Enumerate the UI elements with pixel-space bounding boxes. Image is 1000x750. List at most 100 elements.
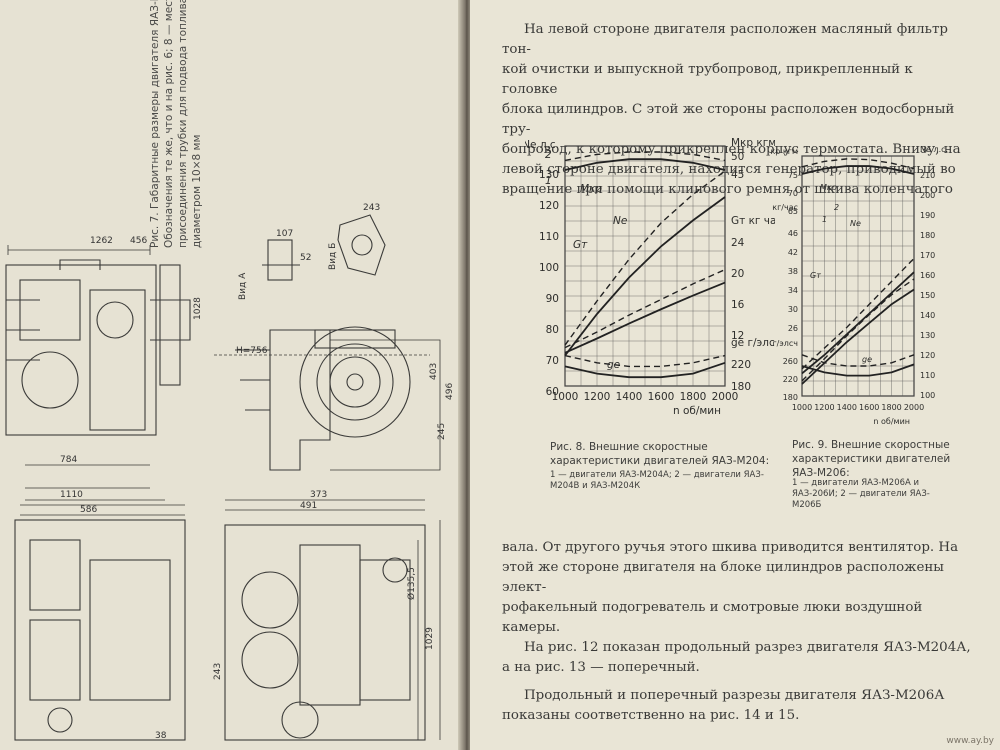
curve-label: gе: [607, 359, 620, 371]
axis-label: Мкр кгм: [770, 147, 798, 156]
dim-label: 586: [80, 505, 97, 515]
text-line: кой очистки и выпускной трубопровод, при…: [502, 62, 913, 97]
figure7-caption: Рис. 7. Габаритные размеры двигателя ЯАЗ…: [149, 0, 203, 248]
axis-tick-label: 45: [731, 169, 744, 181]
axis-tick-label: 20: [731, 268, 744, 280]
axis-tick-label: 180: [731, 381, 751, 393]
series-line: [564, 281, 726, 354]
dim-label: 243: [213, 663, 223, 680]
axis-tick-label: 90: [546, 293, 559, 305]
dim-label: H=756: [236, 346, 268, 356]
axis-tick-label: 34: [788, 286, 798, 295]
axis-tick-label: 100: [539, 262, 559, 274]
axis-tick-label: 70: [788, 189, 798, 198]
axis-tick-label: 130: [920, 331, 935, 340]
axis-tick-label: 160: [920, 271, 935, 280]
axis-tick-label: 46: [788, 229, 798, 238]
dim-label: 1029: [425, 627, 435, 650]
curve-label: 2: [834, 203, 839, 212]
series-line: [564, 170, 726, 346]
axis-tick-label: 38: [788, 267, 798, 276]
axis-label: Gт кг час: [731, 215, 775, 227]
series-line: [564, 151, 726, 162]
figure9-caption-legend: 1 — двигатели ЯАЗ-М206А и ЯАЗ-206И; 2 — …: [792, 478, 930, 510]
curve-label: Мкр: [580, 183, 602, 195]
text-line: этой же стороне двигателя на блоке цилин…: [502, 560, 944, 595]
figure8-caption-legend: 1 — двигатели ЯАЗ-М204А; 2 — двигатели Я…: [550, 470, 764, 491]
axis-label: Мкр кгм: [731, 137, 775, 149]
curve-label: Nе: [850, 219, 861, 228]
text-line: вращение при помощи клинового ремня от ш…: [502, 182, 953, 197]
x-tick-label: 2000: [904, 403, 924, 412]
x-tick-label: 1200: [584, 391, 611, 403]
series-line: [564, 361, 726, 379]
axis-tick-label: 60: [546, 386, 559, 398]
axis-tick-label: 220: [731, 359, 751, 371]
dim-label: 245: [437, 423, 447, 440]
watermark: www.ay.by: [946, 736, 994, 746]
curve-label: Мкр: [820, 183, 837, 192]
x-tick-label: 1400: [837, 403, 857, 412]
axis-tick-label: 170: [920, 251, 935, 260]
axis-tick-label: 100: [920, 391, 935, 400]
axis-tick-label: 180: [783, 393, 798, 402]
series-line: [801, 271, 915, 375]
axis-tick-label: 80: [546, 324, 559, 336]
axis-tick-label: 200: [920, 191, 935, 200]
dim-label: 403: [429, 363, 439, 380]
series-line: [801, 158, 915, 170]
curve-label: Gт: [810, 271, 821, 280]
axis-label: gе г/элсч: [770, 339, 798, 348]
x-tick-label: 1800: [680, 391, 707, 403]
dim-label: 243: [363, 203, 380, 213]
axis-tick-label: 110: [920, 371, 935, 380]
axis-tick-label: 260: [783, 357, 798, 366]
axis-tick-label: 50: [731, 151, 744, 163]
axis-tick-label: 75: [788, 171, 798, 180]
axis-label: Gт кг/час: [770, 203, 798, 212]
text-line: рофакельный подогреватель и смотровые лю…: [502, 600, 923, 635]
series-line: [801, 257, 915, 370]
axis-label: Nе л.с.: [525, 139, 559, 151]
view-b-label: Вид Б: [328, 243, 338, 270]
dim-label: 107: [276, 229, 293, 239]
series-line: [564, 354, 726, 368]
x-axis-label: n об/мин: [673, 405, 721, 417]
axis-tick-label: 24: [731, 237, 745, 249]
figure8-caption-title: Рис. 8. Внешние скоростные характеристик…: [550, 441, 770, 467]
axis-tick-label: 210: [920, 171, 935, 180]
axis-tick-label: 110: [539, 231, 559, 243]
text-line: вала. От другого ручья этого шкива приво…: [502, 540, 959, 555]
x-tick-label: 1200: [814, 403, 834, 412]
series-line: [801, 288, 915, 385]
axis-label: Nе л.с.: [920, 145, 948, 154]
dim-label: Ø135,5: [406, 567, 417, 600]
axis-tick-label: 120: [539, 200, 559, 212]
axis-tick-label: 12: [731, 330, 744, 342]
x-tick-label: 1000: [792, 403, 812, 412]
curve-label: 1: [822, 215, 827, 224]
engine-drawing-figure7: 1262 456 1028 243 52 107 H=756 403 496 2…: [5, 203, 455, 741]
axis-tick-label: 42: [788, 248, 798, 257]
series-line: [801, 363, 915, 377]
axis-tick-label: 140: [920, 311, 935, 320]
curve-label: Gт: [573, 239, 588, 251]
series-line: [801, 165, 915, 175]
series-line: [801, 354, 915, 367]
curve-label: 2: [545, 149, 552, 161]
dim-label: 52: [300, 253, 311, 263]
dim-label: 38: [155, 731, 167, 741]
dim-label: 373: [310, 490, 327, 500]
axis-tick-label: 120: [920, 351, 935, 360]
axis-tick-label: 150: [920, 291, 935, 300]
dim-label: 1262: [90, 236, 113, 246]
axis-tick-label: 190: [920, 211, 935, 220]
series-line: [564, 158, 726, 171]
x-tick-label: 1600: [648, 391, 675, 403]
axis-tick-label: 30: [788, 305, 798, 314]
paragraph-fig12: На рис. 12 показан продольный разрез дви…: [502, 640, 971, 675]
series-line: [564, 196, 726, 357]
text-block-bottom: вала. От другого ручья этого шкива приво…: [502, 538, 972, 726]
